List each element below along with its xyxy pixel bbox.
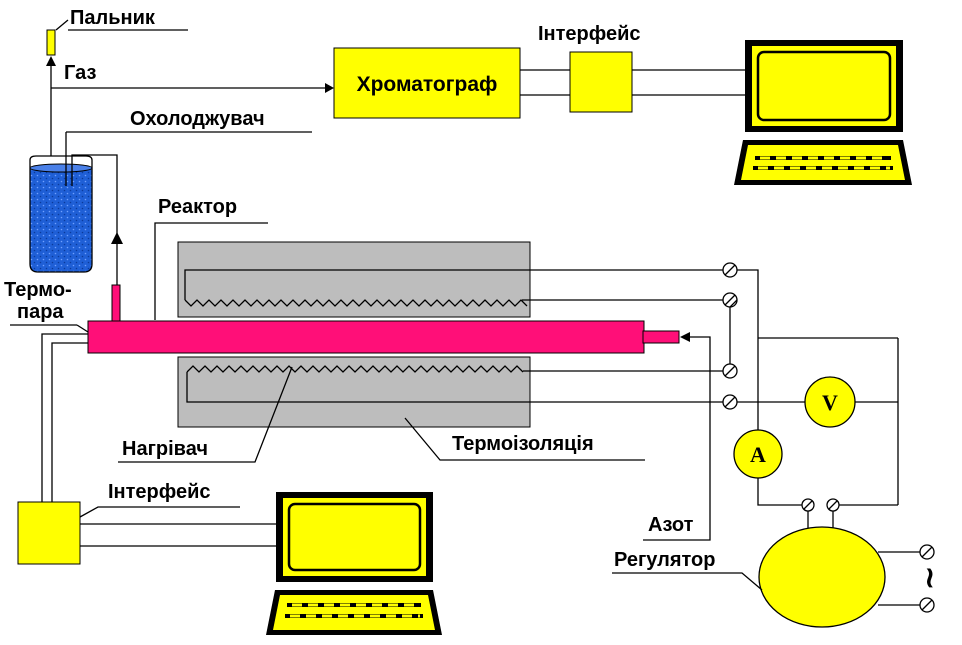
thermocouple: Термо- пара — [4, 279, 89, 502]
terminal-icon — [722, 394, 738, 410]
heater-leader-line — [118, 366, 293, 463]
reactor-inlet-stub — [642, 330, 680, 344]
burner: Пальник — [46, 7, 188, 56]
top-computer — [734, 40, 912, 185]
bottom-interface: Інтерфейс — [17, 481, 278, 565]
reactor-outlet-stub — [111, 284, 121, 322]
monitor-icon — [745, 40, 903, 132]
burner-leader-line — [55, 19, 69, 31]
bottom-interface-leader — [79, 506, 240, 518]
thermocouple-label-line1: Термо- — [4, 279, 72, 301]
thermocouple-leader — [76, 324, 89, 333]
arrow-up-icon — [111, 232, 123, 244]
cooler-outlet-pipe — [71, 154, 118, 285]
reactor-tube — [87, 320, 645, 354]
burner-body — [46, 29, 56, 56]
insulation-leader-line — [404, 417, 645, 461]
burner-label: Пальник — [70, 7, 156, 29]
reactor: Реактор — [87, 196, 690, 354]
chromatograph-box — [333, 47, 521, 119]
heater-callout: Нагрівач — [118, 366, 293, 463]
regulator-leader — [612, 572, 763, 591]
bottom-computer — [266, 492, 442, 635]
regulator: Регулятор ~ — [612, 526, 947, 628]
top-interface-box — [569, 51, 633, 113]
gas-label: Газ — [64, 62, 96, 84]
cooler-label: Охолоджувач — [130, 108, 265, 130]
terminal-icon — [826, 498, 840, 512]
keyboard-icon — [734, 140, 912, 185]
top-interface-label: Інтерфейс — [538, 23, 641, 45]
terminal-icon — [722, 262, 738, 278]
keyboard-icon — [266, 590, 442, 635]
insulation-callout: Термоізоляція — [404, 417, 645, 461]
regulator-label: Регулятор — [614, 549, 716, 571]
wire-top-b-to-bottom-a — [729, 299, 738, 364]
monitor-icon — [276, 492, 433, 582]
chromatograph-label: Хроматограф — [357, 73, 498, 96]
mains-symbol: ~ — [912, 565, 947, 590]
regulator-body — [758, 526, 886, 628]
wire-ammeter-to-regulator — [757, 477, 808, 506]
insulation-label: Термоізоляція — [452, 433, 594, 455]
heater-top-coil — [184, 299, 528, 307]
insulation-top — [177, 241, 730, 318]
reactor-leader-line — [154, 222, 268, 320]
arrow-up-icon — [46, 56, 56, 66]
heater-bottom-coil — [186, 365, 524, 373]
terminal-icon — [919, 544, 935, 560]
reactor-label: Реактор — [158, 196, 237, 218]
nitrogen-label: Азот — [648, 514, 694, 536]
heater-bottom-wire-b — [186, 372, 730, 403]
cooler: Охолоджувач — [29, 108, 312, 285]
terminal-icon — [722, 292, 738, 308]
terminal-icon — [919, 597, 935, 613]
ammeter-label: A — [750, 442, 766, 467]
bottom-interface-box — [17, 501, 81, 565]
nitrogen-line — [643, 336, 711, 541]
thermocouple-wire-a — [41, 333, 88, 502]
terminal-icon — [722, 363, 738, 379]
insulation-top-block — [177, 241, 531, 318]
thermocouple-wire-b — [51, 342, 88, 502]
heater-top-wire-a — [184, 269, 730, 300]
terminal-icon — [801, 498, 815, 512]
insulation-bottom — [177, 356, 730, 428]
bottom-interface-label: Інтерфейс — [108, 481, 211, 503]
thermocouple-label-line2: пара — [17, 301, 64, 323]
cooler-liquid-surface — [29, 163, 93, 173]
gas-line: Газ — [46, 56, 334, 160]
arrow-right-icon — [325, 83, 334, 93]
voltmeter: V — [804, 376, 856, 428]
voltmeter-label: V — [822, 390, 838, 415]
ammeter: A — [733, 429, 783, 479]
electrical-circuit: Азот V A Регулятор — [612, 262, 947, 628]
wire-top-a-to-ammeter — [737, 269, 759, 431]
cooler-vessel — [29, 168, 93, 273]
chromatograph: Хроматограф — [333, 47, 521, 119]
arrow-left-icon — [680, 332, 690, 342]
heater-label: Нагрівач — [122, 438, 208, 460]
top-interface: Інтерфейс — [520, 23, 748, 113]
